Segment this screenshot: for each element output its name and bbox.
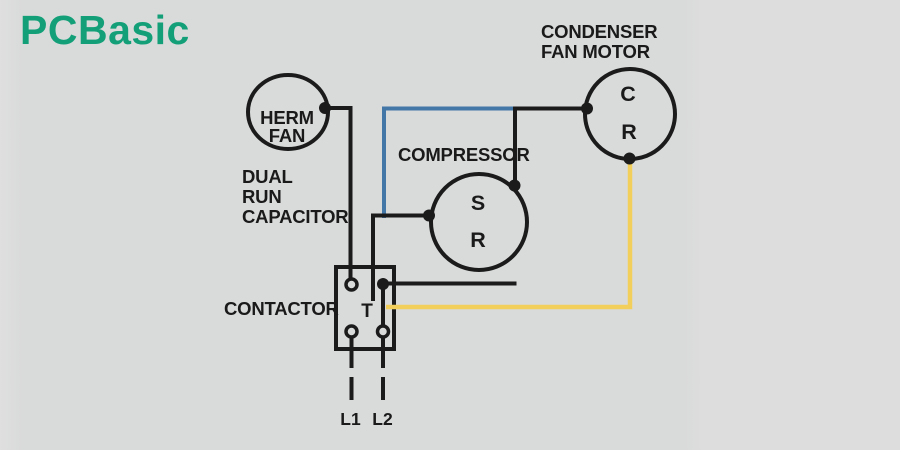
herm-terminal-dot <box>319 102 331 114</box>
condenser-label-line1: CONDENSER <box>541 21 657 42</box>
contactor-label: CONTACTOR <box>224 298 339 319</box>
condenser-r-terminal-label: R <box>621 120 637 144</box>
capacitor-label-line2: RUN <box>242 186 281 207</box>
condenser-r-terminal-dot <box>623 152 636 165</box>
capacitor-label-line3: CAPACITOR <box>242 206 348 227</box>
condenser-to-contactor-yellow-wire <box>386 160 633 310</box>
compressor-r-terminal-label: R <box>470 228 486 252</box>
compressor-run-terminal-dot <box>508 179 521 192</box>
compressor-circle <box>429 172 529 272</box>
compressor-label: COMPRESSOR <box>398 144 530 165</box>
compressor-left-terminal-dot <box>423 209 435 222</box>
herm-to-contactor-wire <box>325 106 353 279</box>
pcbasic-logo: PCBasic <box>20 7 190 53</box>
contactor-terminal-bottom-left <box>344 324 359 339</box>
contactor-t-label: T <box>361 301 373 322</box>
compressor-run-to-condenser-wire <box>513 106 587 185</box>
start-winding-blue-wire <box>382 106 516 218</box>
compressor-s-terminal-label: S <box>471 191 485 215</box>
condenser-c-terminal-label: C <box>620 82 636 106</box>
l2-label: L2 <box>372 409 393 429</box>
condenser-label-line2: FAN MOTOR <box>541 41 650 62</box>
contactor-terminal-top-left <box>344 277 359 292</box>
condenser-c-terminal-dot <box>581 102 593 115</box>
herm-terminal-label-line2: FAN <box>269 125 305 146</box>
l1-label: L1 <box>340 409 361 429</box>
contactor-terminal-bottom-right <box>375 324 391 339</box>
compressor-to-contactor-wire <box>371 213 429 301</box>
herm-terminal-label-line1: HERM <box>260 107 314 128</box>
capacitor-label-line1: DUAL <box>242 166 293 187</box>
contactor-t-terminal-dot <box>377 278 389 290</box>
